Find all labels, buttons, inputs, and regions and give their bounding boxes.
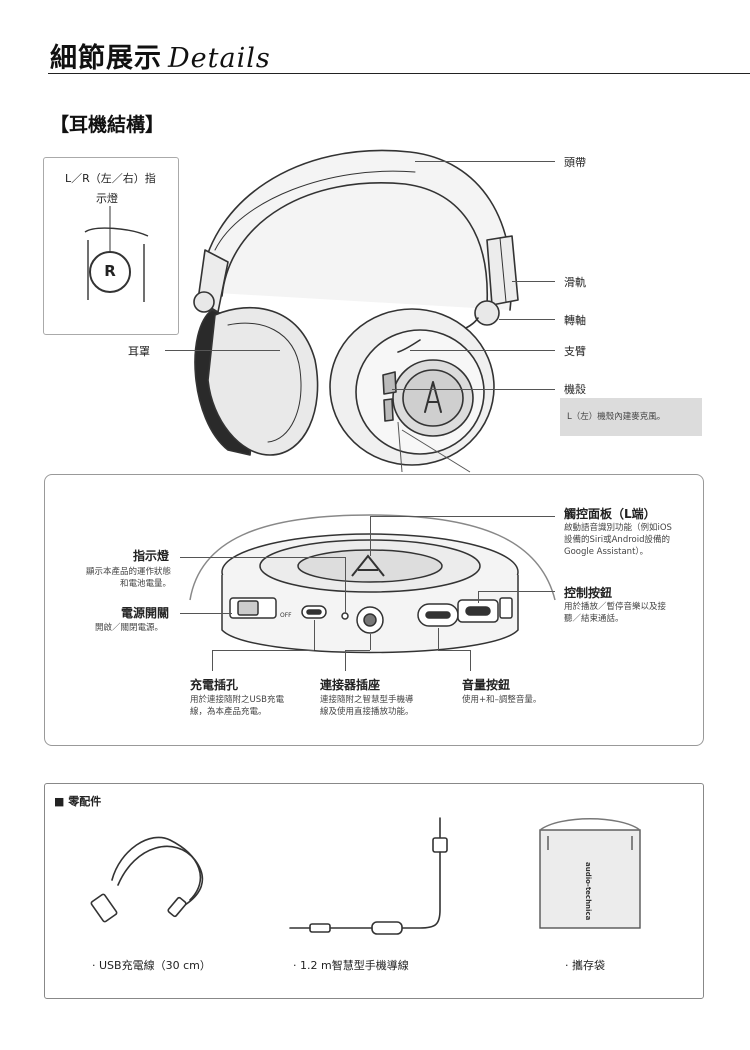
housing-note: L（左）機殼內建麥克風。: [567, 412, 666, 422]
title-divider: [48, 73, 750, 74]
indicator-badge: R: [104, 262, 116, 280]
indicator-desc: 顯示本產品的運作狀態 和電池電量。: [85, 567, 171, 589]
control-button-desc: 用於播放／暫停音樂以及接 聽／結束通話。: [564, 602, 667, 624]
controls-detail-panel: [44, 474, 704, 746]
leader-arm: [410, 350, 555, 351]
leader-jack-v2: [370, 634, 371, 650]
housing-note-box: [560, 398, 702, 436]
connector-jack-title: 連接器插座: [320, 678, 381, 692]
leader-earpad: [165, 350, 280, 351]
leader-touch-panel-v: [370, 516, 371, 556]
volume-button-title: 音量按鈕: [462, 678, 511, 692]
label-headband: 頭帶: [564, 156, 586, 169]
inset-label-line2: 示燈: [96, 192, 118, 205]
leader-indicator-h: [180, 557, 345, 558]
leader-volume-h: [438, 650, 470, 651]
charging-port-desc: 用於連接隨附之USB充電 線，為本產品充電。: [190, 695, 284, 717]
indicator-title: 指示燈: [133, 549, 170, 563]
leader-volume-v1: [438, 628, 439, 650]
leader-charge-h: [212, 650, 314, 651]
control-button-title: 控制按鈕: [564, 586, 613, 600]
leader-headband: [415, 161, 555, 162]
label-arm: 支臂: [564, 345, 586, 358]
leader-indicator-v: [345, 557, 346, 613]
label-earpad: 耳罩: [128, 345, 150, 358]
power-switch-desc: 開啟／關閉電源。: [95, 623, 164, 633]
accessories-heading: ■ 零配件: [54, 795, 102, 808]
touch-panel-title: 觸控面板（L端）: [564, 507, 656, 521]
leader-control-button-v: [478, 591, 479, 603]
leader-touch-panel-h: [370, 516, 555, 517]
leader-jack-v1: [345, 650, 346, 671]
leader-housing: [392, 389, 555, 390]
leader-charge-v1: [212, 650, 213, 671]
accessories-panel: [44, 783, 704, 999]
pouch-brand: audio-technica: [584, 862, 592, 921]
power-switch-title: 電源開關: [121, 606, 170, 620]
label-slider: 滑軌: [564, 276, 586, 289]
page-title-zh: 細節展示: [50, 43, 162, 74]
page-title-en: Details: [168, 43, 271, 74]
touch-panel-desc: 啟動語音識別功能（例如iOS 設備的Siri或Android設備的 Google…: [564, 523, 672, 557]
leader-control-button-h: [478, 591, 555, 592]
leader-volume-v2: [470, 650, 471, 671]
charging-port-title: 充電插孔: [190, 678, 239, 692]
leader-power-switch: [180, 613, 232, 614]
accessory-label-pouch: · 攜存袋: [565, 959, 605, 972]
accessory-label-usb: · USB充電線（30 cm）: [92, 959, 211, 972]
inset-label-line1: L／R（左／右）指: [65, 172, 156, 185]
leader-swivel: [499, 319, 555, 320]
indicator-inset: [43, 157, 179, 335]
leader-jack-h: [345, 650, 370, 651]
label-housing: 機殼: [564, 383, 586, 396]
off-label: OFF: [280, 612, 292, 619]
label-swivel: 轉軸: [564, 314, 586, 327]
accessory-label-cable: · 1.2 m智慧型手機導線: [293, 959, 409, 972]
volume-button-desc: 使用+和–調整音量。: [462, 695, 542, 705]
section-title-structure: 【耳機結構】: [50, 114, 165, 136]
leader-charge-v2: [314, 620, 315, 650]
connector-jack-desc: 連接隨附之智慧型手機導 線及使用直接播放功能。: [320, 695, 414, 717]
leader-slider: [512, 281, 555, 282]
